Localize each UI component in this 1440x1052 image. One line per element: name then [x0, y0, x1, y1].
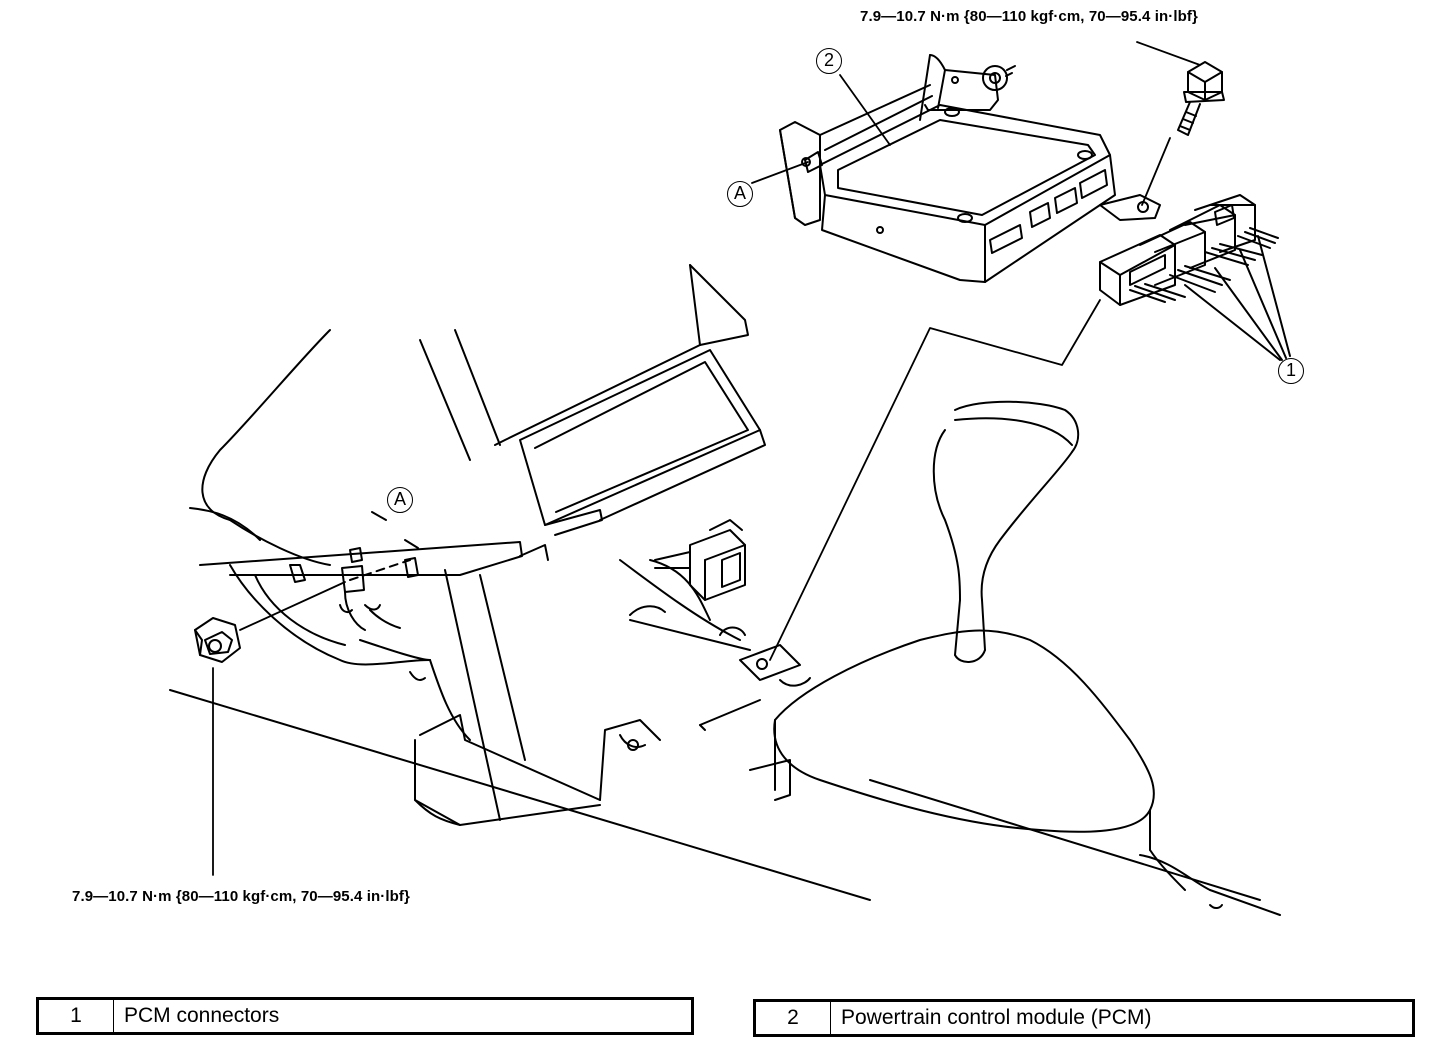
legend-label: PCM connectors	[124, 1004, 280, 1027]
leader-lines	[212, 41, 1201, 876]
legend-number: 2	[756, 1002, 831, 1034]
torque-spec-bottom: 7.9—10.7 N·m {80—110 kgf·cm, 70—95.4 in·…	[72, 888, 410, 905]
shift-lever	[749, 400, 1281, 916]
legend-item-pcm: 2 Powertrain control module (PCM)	[753, 999, 1415, 1037]
callout-a-pcm: A	[727, 181, 753, 207]
callout-1: 1	[1278, 358, 1304, 384]
powertrain-control-module	[779, 54, 1161, 283]
legend-label: Powertrain control module (PCM)	[841, 1006, 1152, 1029]
torque-spec-top: 7.9—10.7 N·m {80—110 kgf·cm, 70—95.4 in·…	[860, 8, 1198, 25]
legend-number: 1	[39, 1000, 114, 1032]
callout-2: 2	[816, 48, 842, 74]
mounting-nut-bottom	[194, 617, 241, 663]
pcm-mounting-bolt-top	[1177, 61, 1225, 136]
center-console	[169, 264, 871, 901]
pcm-connectors	[1099, 194, 1291, 361]
legend-item-pcm-connectors: 1 PCM connectors	[36, 997, 694, 1035]
callout-a-mount: A	[387, 487, 413, 513]
